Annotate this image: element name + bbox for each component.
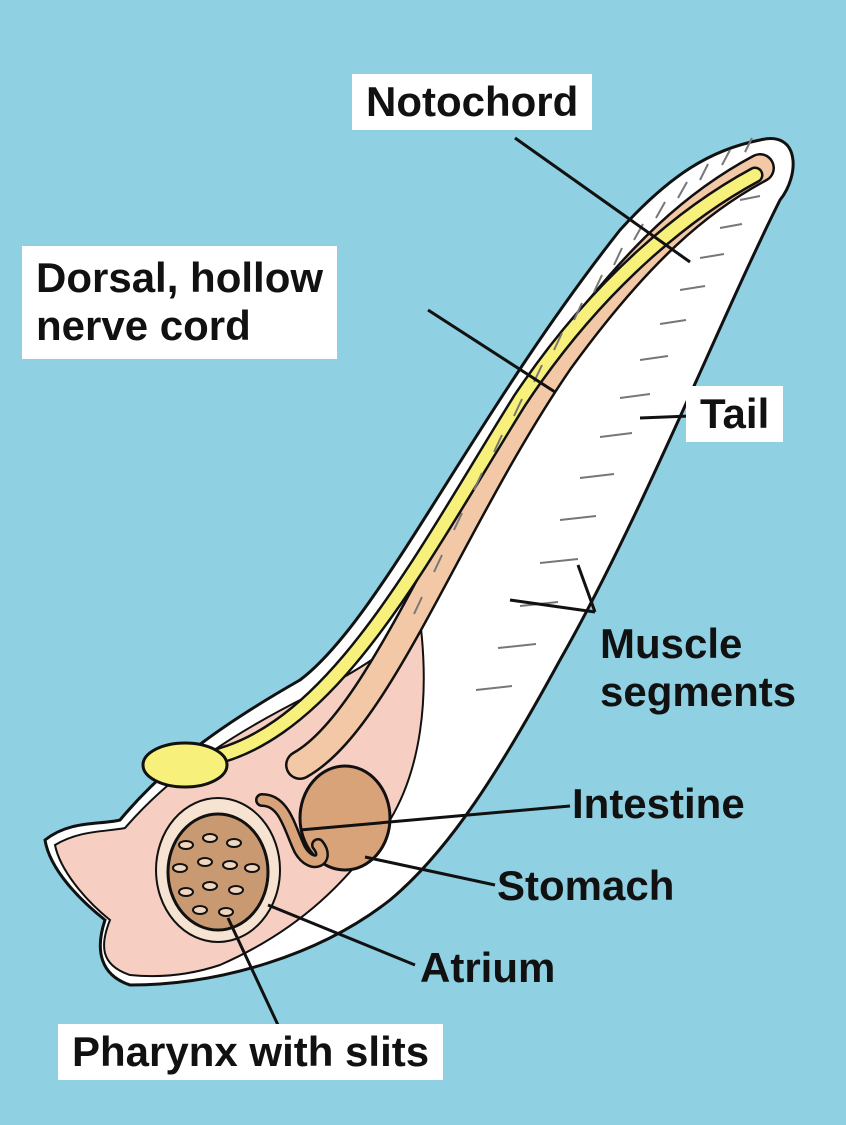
nerve-cord-label: Dorsal, hollow nerve cord [22, 246, 337, 359]
muscle-segments-label: Muscle segments [600, 620, 796, 717]
stomach-label: Stomach [497, 862, 674, 910]
muscle-label-line2: segments [600, 668, 796, 716]
atrium-label: Atrium [420, 944, 555, 992]
tail-label: Tail [686, 386, 783, 442]
muscle-label-line1: Muscle [600, 620, 796, 668]
nerve-cord-label-line2: nerve cord [36, 302, 323, 350]
intestine-label: Intestine [572, 780, 745, 828]
pharynx-label: Pharynx with slits [58, 1024, 443, 1080]
notochord-label: Notochord [352, 74, 592, 130]
nerve-cord-label-line1: Dorsal, hollow [36, 254, 323, 302]
cerebral-vesicle [143, 743, 227, 787]
